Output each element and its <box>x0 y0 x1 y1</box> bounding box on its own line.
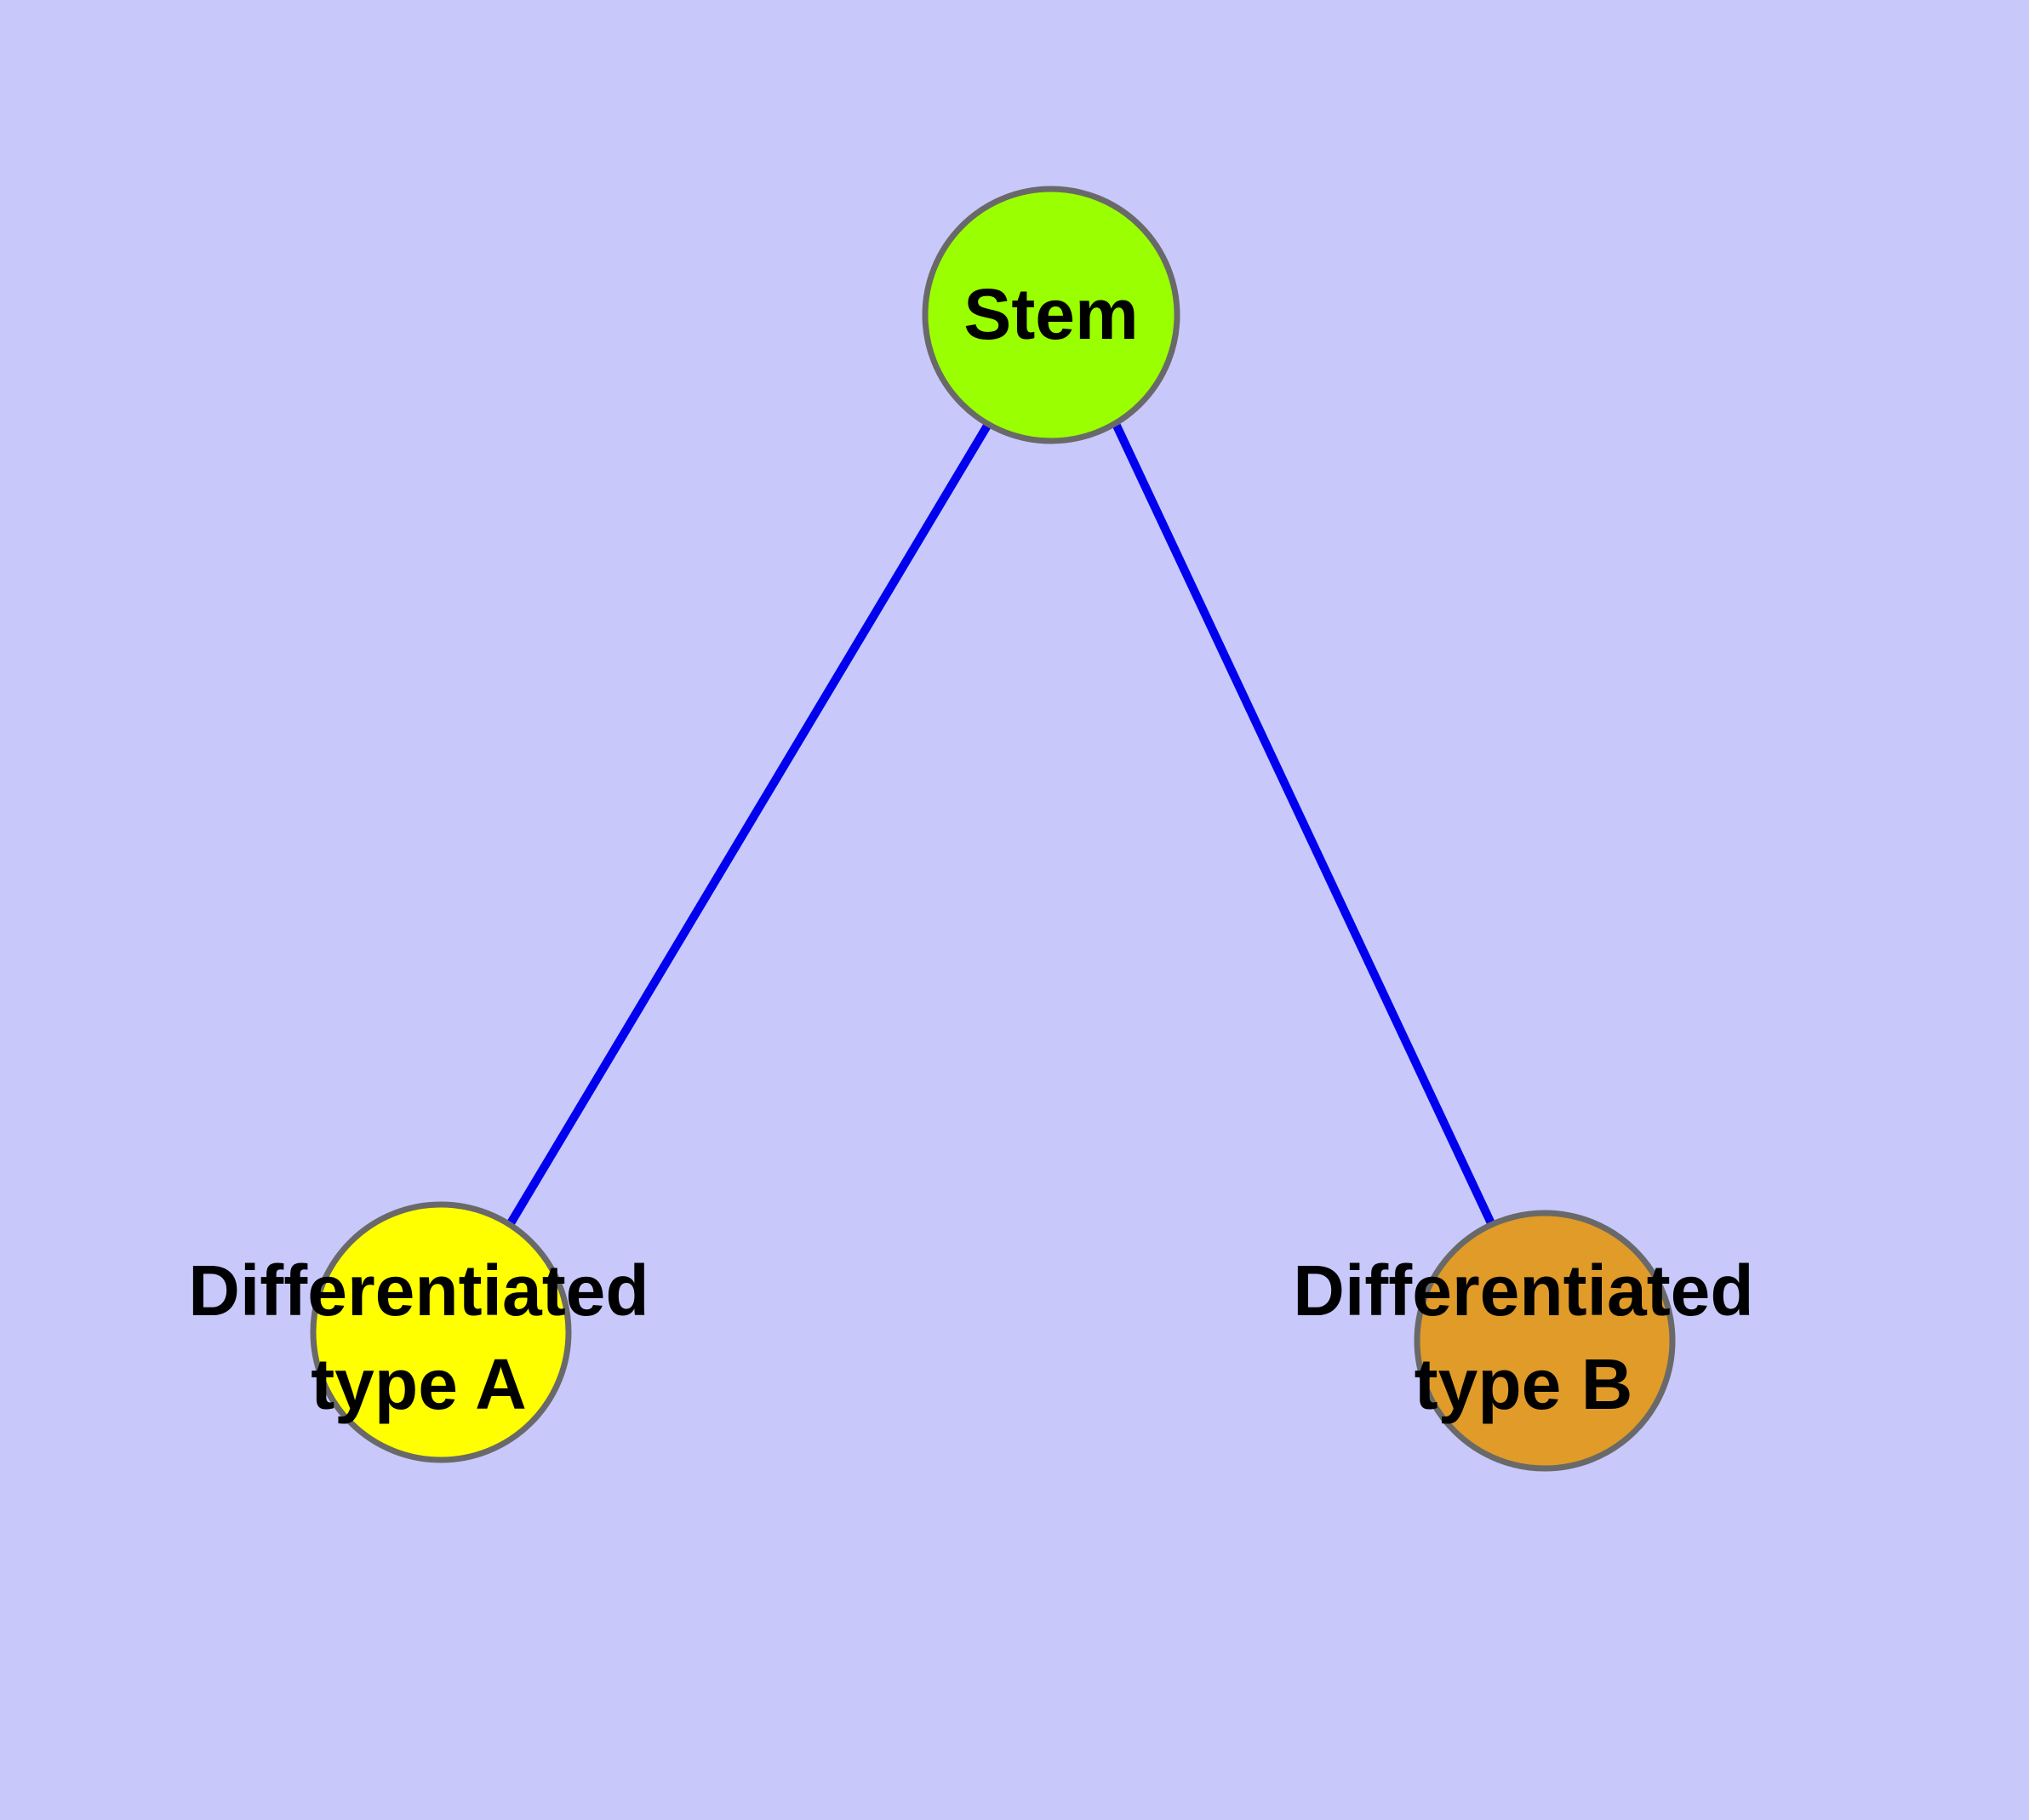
node-differentiated-type-b[interactable] <box>1414 1210 1676 1472</box>
node-label-differentiated-type-a-line2: type A <box>311 1344 527 1424</box>
node-label-differentiated-type-b-line2: type B <box>1415 1344 1633 1424</box>
node-stem[interactable] <box>922 186 1180 444</box>
node-label-differentiated-type-a-line1: Differentiated <box>188 1251 649 1331</box>
node-differentiated-type-a[interactable] <box>310 1201 572 1463</box>
node-label-stem: Stem <box>963 274 1138 354</box>
edge-stem-to-differentiated-type-a[interactable] <box>506 423 992 1226</box>
node-label-differentiated-type-b-line1: Differentiated <box>1293 1251 1753 1331</box>
edge-stem-to-differentiated-type-b[interactable] <box>1112 423 1495 1226</box>
